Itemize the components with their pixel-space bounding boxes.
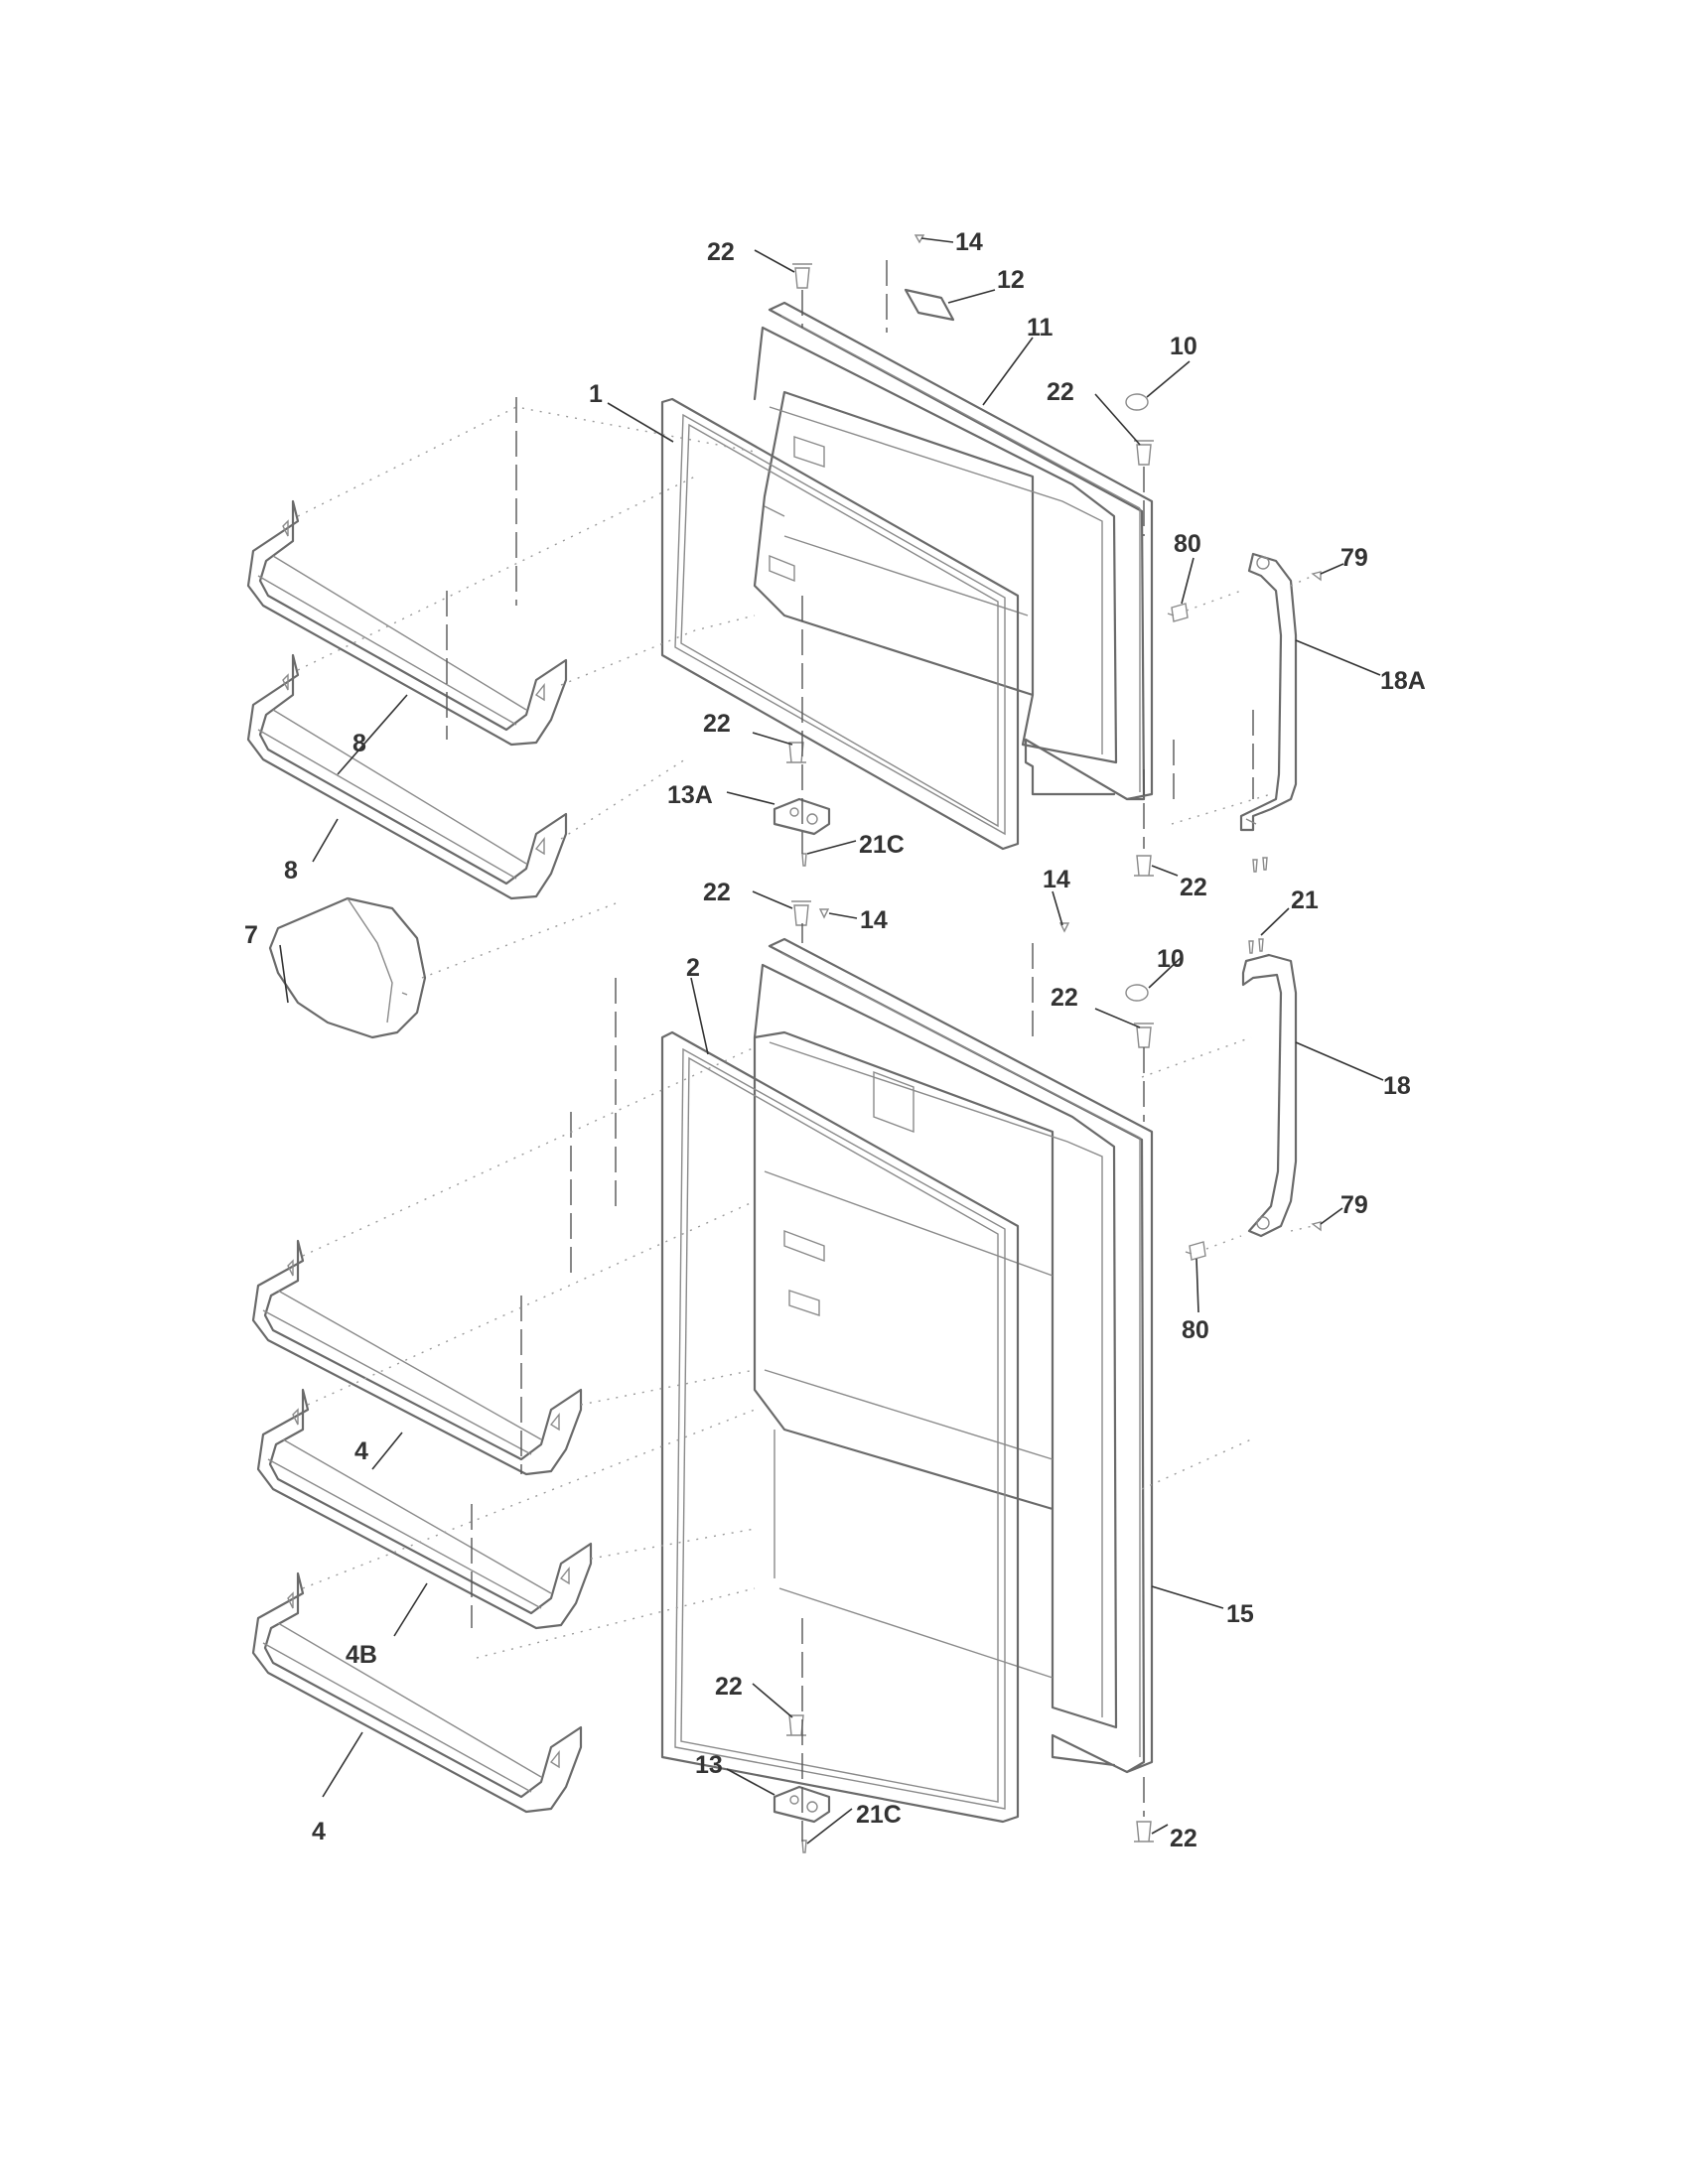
hinge-bushing [1134,440,1154,466]
hardware [773,234,1322,1853]
label-79: 79 [1340,1191,1368,1219]
freezer-door-shelves [246,499,568,900]
label-80: 80 [1182,1316,1209,1344]
hinge-cap [1125,393,1149,411]
label-13a: 13A [667,781,713,809]
label-22: 22 [715,1673,743,1701]
leader-lines [279,237,1384,1844]
door-handles [1239,552,1298,1238]
label-22: 22 [703,710,731,738]
label-10: 10 [1157,945,1185,973]
fresh-food-door-assembly [660,937,1154,1824]
fresh-food-handle [1241,953,1298,1238]
label-22: 22 [1047,378,1074,406]
label-21: 21 [1291,887,1319,914]
label-14: 14 [955,228,983,256]
freezer-door-assembly [660,301,1154,851]
handle-screw [1311,1221,1322,1232]
fresh-food-door-gasket [660,1030,1020,1824]
butter-compartment [268,896,427,1039]
freezer-door-gasket [660,397,1020,851]
label-80: 80 [1174,530,1201,558]
label-13: 13 [695,1751,723,1779]
callout-labels: 22 14 12 11 10 22 1 80 79 18A 8 22 13A 8… [244,228,1426,1852]
fresh-food-door-shelves [251,896,593,1814]
label-4: 4 [354,1437,368,1465]
label-plate [904,288,955,322]
hinge-bushing [786,1714,806,1736]
label-14: 14 [1043,866,1070,893]
freezer-shelf-upper [246,499,568,747]
door-shelf-middle [256,1388,593,1630]
hinge-bushing [1134,855,1154,877]
label-22: 22 [707,238,735,266]
hinge-plate-13 [773,1785,831,1824]
label-10: 10 [1170,333,1197,360]
fresh-food-door-liner [753,963,1118,1729]
label-11: 11 [1027,314,1054,341]
freezer-door-panel [768,301,1154,801]
door-shelf-upper [251,1239,583,1476]
label-79: 79 [1340,544,1368,572]
freezer-door-liner [753,326,1118,764]
screw [1248,940,1254,954]
screw [1258,938,1264,952]
label-22: 22 [703,879,731,906]
label-22: 22 [1051,984,1078,1012]
door-shelf-lower [251,1571,583,1814]
hinge-bushing [792,263,812,289]
freezer-handle [1239,552,1298,832]
handle-stud [1167,603,1189,622]
label-2: 2 [686,954,700,982]
label-18: 18 [1383,1072,1411,1100]
label-14: 14 [860,906,888,934]
label-4: 4 [312,1818,326,1845]
plug [1058,922,1070,933]
hinge-bushing [786,742,806,763]
label-21c: 21C [856,1801,902,1829]
screw [1262,857,1268,871]
label-22: 22 [1170,1825,1197,1852]
hinge-plate-13a [773,797,831,836]
label-22: 22 [1180,874,1207,901]
label-18a: 18A [1380,667,1426,695]
label-12: 12 [997,266,1025,294]
label-1: 1 [589,380,603,408]
alignment-lines [297,260,1314,1842]
label-15: 15 [1226,1600,1254,1628]
screw [1252,859,1258,873]
hinge-bushing [1134,1023,1154,1048]
hinge-cap [1125,984,1149,1002]
label-8: 8 [352,730,366,757]
label-21c: 21C [859,831,905,859]
label-8: 8 [284,857,298,885]
fresh-food-door-panel [768,937,1154,1774]
hinge-bushing [791,900,811,926]
label-4b: 4B [346,1641,377,1669]
screw [801,853,807,867]
plug [818,908,830,919]
hinge-bushing [1134,1821,1154,1843]
screw [801,1840,807,1853]
handle-screw [1311,571,1322,582]
handle-stud [1185,1241,1206,1261]
label-7: 7 [244,921,258,949]
